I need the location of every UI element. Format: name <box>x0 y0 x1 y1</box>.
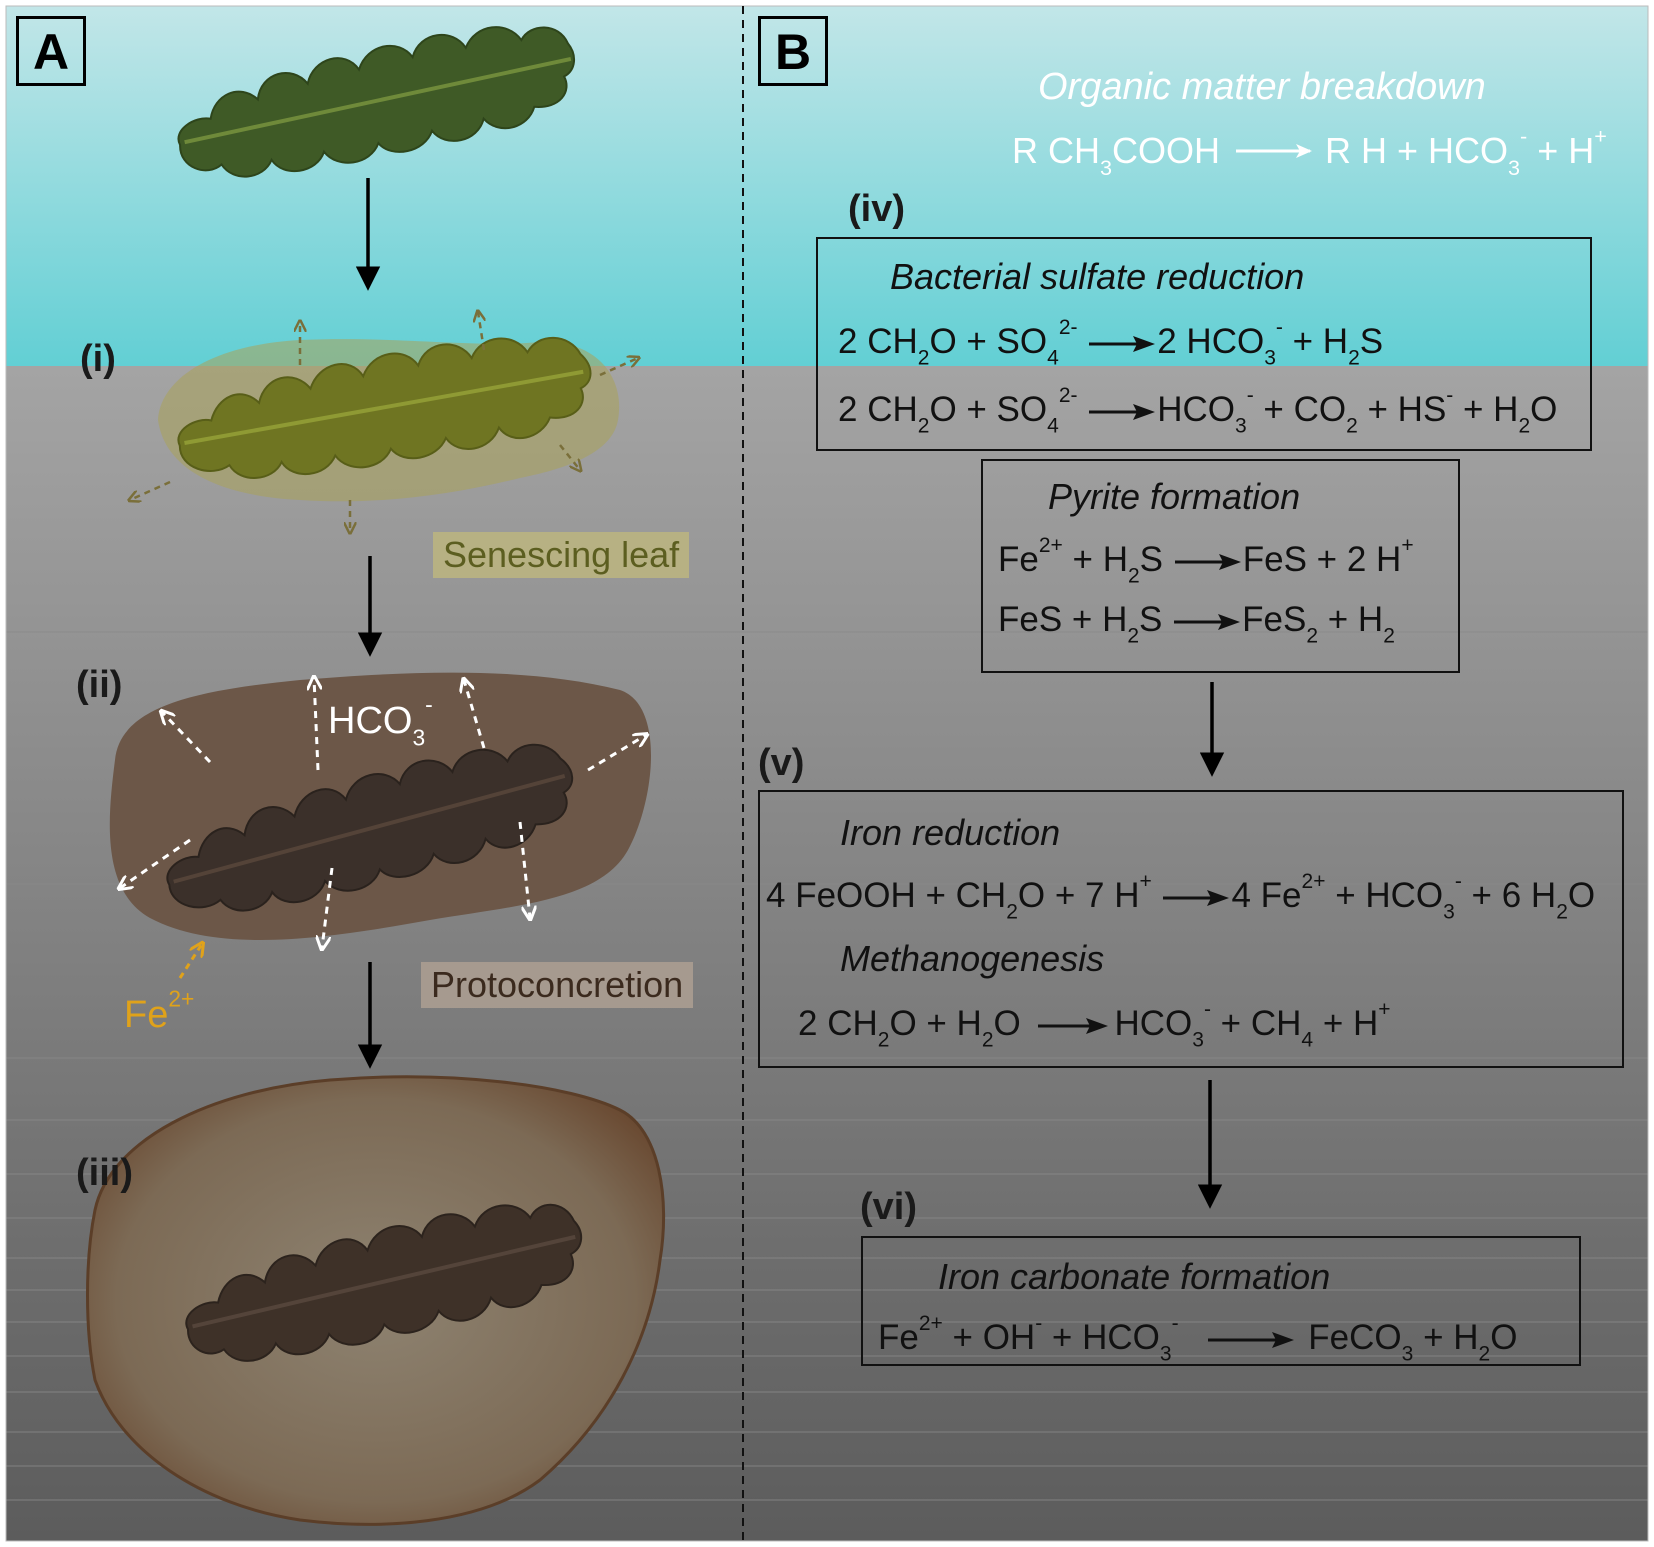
protoconcretion-leaf <box>166 743 574 912</box>
organic-breakdown-reactants: R CH3COOH <box>1012 130 1221 180</box>
iron-carbonate-formation-title: Iron carbonate formation <box>938 1256 1331 1297</box>
fe-arrow <box>178 944 202 979</box>
bicarbonate-ion-label: HCO3- <box>328 691 433 751</box>
step-label-vi: (vi) <box>860 1186 917 1228</box>
methanogenesis-equation: 2 CH2O + H2O HCO3- + CH4 + H+ <box>798 998 1391 1052</box>
fresh-leaf <box>177 26 575 178</box>
iron-reduction-equation: 4 FeOOH + CH2O + 7 H+ 4 Fe2+ + HCO3- + 6… <box>766 870 1596 924</box>
iron-reduction-title: Iron reduction <box>840 812 1061 853</box>
protoconcretion-label: Protoconcretion <box>421 962 694 1008</box>
sequence-arrows-b <box>1197 682 1225 1209</box>
bicarbonate-dashed-arrows <box>120 678 646 948</box>
step-label-i: (i) <box>80 338 116 380</box>
panel-label-b: B <box>758 16 828 86</box>
bsr-equation-1: 2 CH2O + SO42- 2 HCO3- + H2S <box>838 316 1384 370</box>
ferrous-ion-label: Fe2+ <box>124 985 195 1036</box>
bacterial-sulfate-reduction-box <box>816 237 1592 451</box>
step-label-v: (v) <box>758 742 805 784</box>
step-label-ii: (ii) <box>76 664 123 706</box>
sequence-arrows-a <box>355 178 383 1069</box>
pyrite-equation-1: Fe2+ + H2S FeS + 2 H+ <box>998 534 1414 588</box>
senescing-leaf-label: Senescing leaf <box>433 532 690 578</box>
pyrite-formation-box <box>981 459 1460 673</box>
organic-breakdown-products: R H + HCO3- + H+ <box>1325 123 1607 180</box>
bsr-equation-2: 2 CH2O + SO42- HCO3- + CO2 + HS- + H2O <box>838 384 1558 438</box>
iron-carbonate-formation-box <box>861 1236 1581 1366</box>
pyrite-equation-2: FeS + H2S FeS2 + H2 <box>998 600 1395 648</box>
senescing-dashed-arrows <box>130 312 638 532</box>
step-label-iv: (iv) <box>848 188 905 230</box>
organic-arrow-head <box>1296 144 1312 158</box>
step-label-iii: (iii) <box>76 1152 133 1194</box>
iron-reduction-methanogenesis-box <box>758 790 1624 1068</box>
senescing-leaf <box>177 336 592 479</box>
concretion-leaf <box>185 1203 583 1362</box>
panel-label-a: A <box>16 16 86 86</box>
organic-breakdown-title: Organic matter breakdown <box>1038 66 1486 108</box>
bacterial-sulfate-reduction-title: Bacterial sulfate reduction <box>890 256 1305 297</box>
pyrite-formation-title: Pyrite formation <box>1048 476 1301 517</box>
methanogenesis-title: Methanogenesis <box>840 938 1105 979</box>
iron-carbonate-equation: Fe2+ + OH- + HCO3- FeCO3 + H2O <box>878 1312 1518 1366</box>
